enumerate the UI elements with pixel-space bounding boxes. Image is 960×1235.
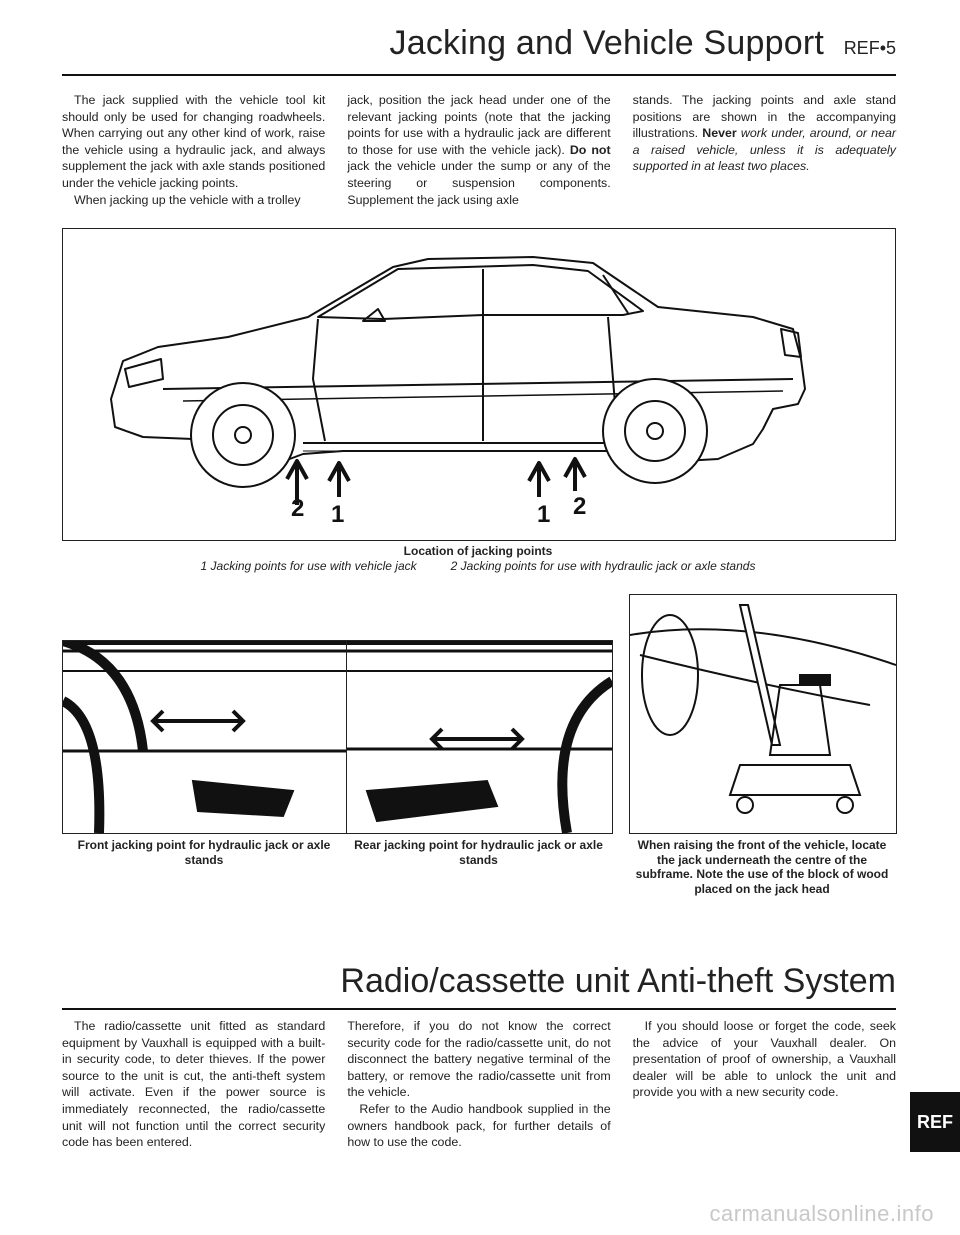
legend-item: 1 Jacking points for use with vehicle ja… — [200, 558, 417, 573]
emphasis-do-not: Do not — [569, 142, 611, 157]
section-text: The radio/cassette unit fitted as standa… — [62, 1018, 896, 1151]
section-paragraph: If you should loose or forget the code, … — [632, 1019, 896, 1100]
page-header: Jacking and Vehicle Support REF•5 — [62, 18, 896, 76]
front-jacking-illustration — [63, 641, 347, 833]
intro-column-3: stands. The jacking points and axle stan… — [633, 92, 896, 208]
text-run: stands. The jacking points and axle stan… — [632, 93, 896, 141]
warning-text: work under, around, or near a raised veh… — [632, 126, 896, 174]
page-reference: REF•5 — [843, 38, 896, 58]
text-run: jack, position the jack head under one o… — [347, 93, 611, 157]
car-side-illustration — [110, 256, 806, 505]
watermark: carmanualsonline.info — [709, 1201, 934, 1226]
figure-jacking-points: 2 1 1 2 — [62, 228, 896, 541]
jacking-label: 2 — [291, 495, 305, 522]
section-paragraph: Refer to the Audio handbook supplied in … — [347, 1101, 611, 1150]
section-column-2: Therefore, if you do not know the correc… — [347, 1018, 610, 1151]
intro-paragraph: stands. The jacking points and axle stan… — [633, 92, 896, 175]
intro-column-1: The jack supplied with the vehicle tool … — [62, 92, 325, 208]
intro-paragraph: jack, position the jack head under one o… — [347, 92, 610, 208]
text-run: jack the vehicle under the sump or any o… — [347, 159, 611, 207]
ref-tab: REF — [910, 1092, 960, 1152]
intro-text: The jack supplied with the vehicle tool … — [62, 92, 896, 208]
caption-rear: Rear jacking point for hydraulic jack or… — [354, 838, 603, 867]
jacking-label: 1 — [331, 501, 345, 528]
caption-front: Front jacking point for hydraulic jack o… — [77, 838, 331, 867]
rear-jacking-illustration — [347, 641, 612, 833]
figure-caption-main: Location of jacking points 1 Jacking poi… — [62, 544, 894, 573]
caption-legend: 1 Jacking points for use with vehicle ja… — [62, 559, 894, 574]
section-heading: Radio/cassette unit Anti-theft System — [62, 958, 896, 1010]
page-title: Jacking and Vehicle Support — [389, 24, 824, 62]
section-column-1: The radio/cassette unit fitted as standa… — [62, 1018, 325, 1151]
intro-column-2: jack, position the jack head under one o… — [347, 92, 610, 208]
emphasis-never: Never — [702, 126, 737, 141]
section-paragraph: Therefore, if you do not know the correc… — [347, 1019, 611, 1100]
jacking-label: 1 — [537, 501, 551, 528]
figure-front-jacking-point — [62, 640, 348, 834]
section-paragraph: The radio/cassette unit fitted as standa… — [62, 1019, 326, 1150]
caption-title: Location of jacking points — [403, 544, 553, 558]
figure-trolley-jack — [629, 594, 897, 834]
intro-paragraph: When jacking up the vehicle with a troll… — [74, 192, 301, 207]
section-title: Radio/cassette unit Anti-theft System — [340, 962, 896, 1000]
section-column-3: If you should loose or forget the code, … — [633, 1018, 896, 1151]
caption-trolley-jack: When raising the front of the vehicle, l… — [635, 838, 889, 896]
intro-paragraph: The jack supplied with the vehicle tool … — [62, 93, 326, 190]
figure-rear-jacking-point — [346, 640, 613, 834]
jacking-label: 2 — [573, 493, 587, 520]
legend-item: 2 Jacking points for use with hydraulic … — [450, 558, 756, 573]
trolley-jack-illustration — [630, 604, 896, 814]
